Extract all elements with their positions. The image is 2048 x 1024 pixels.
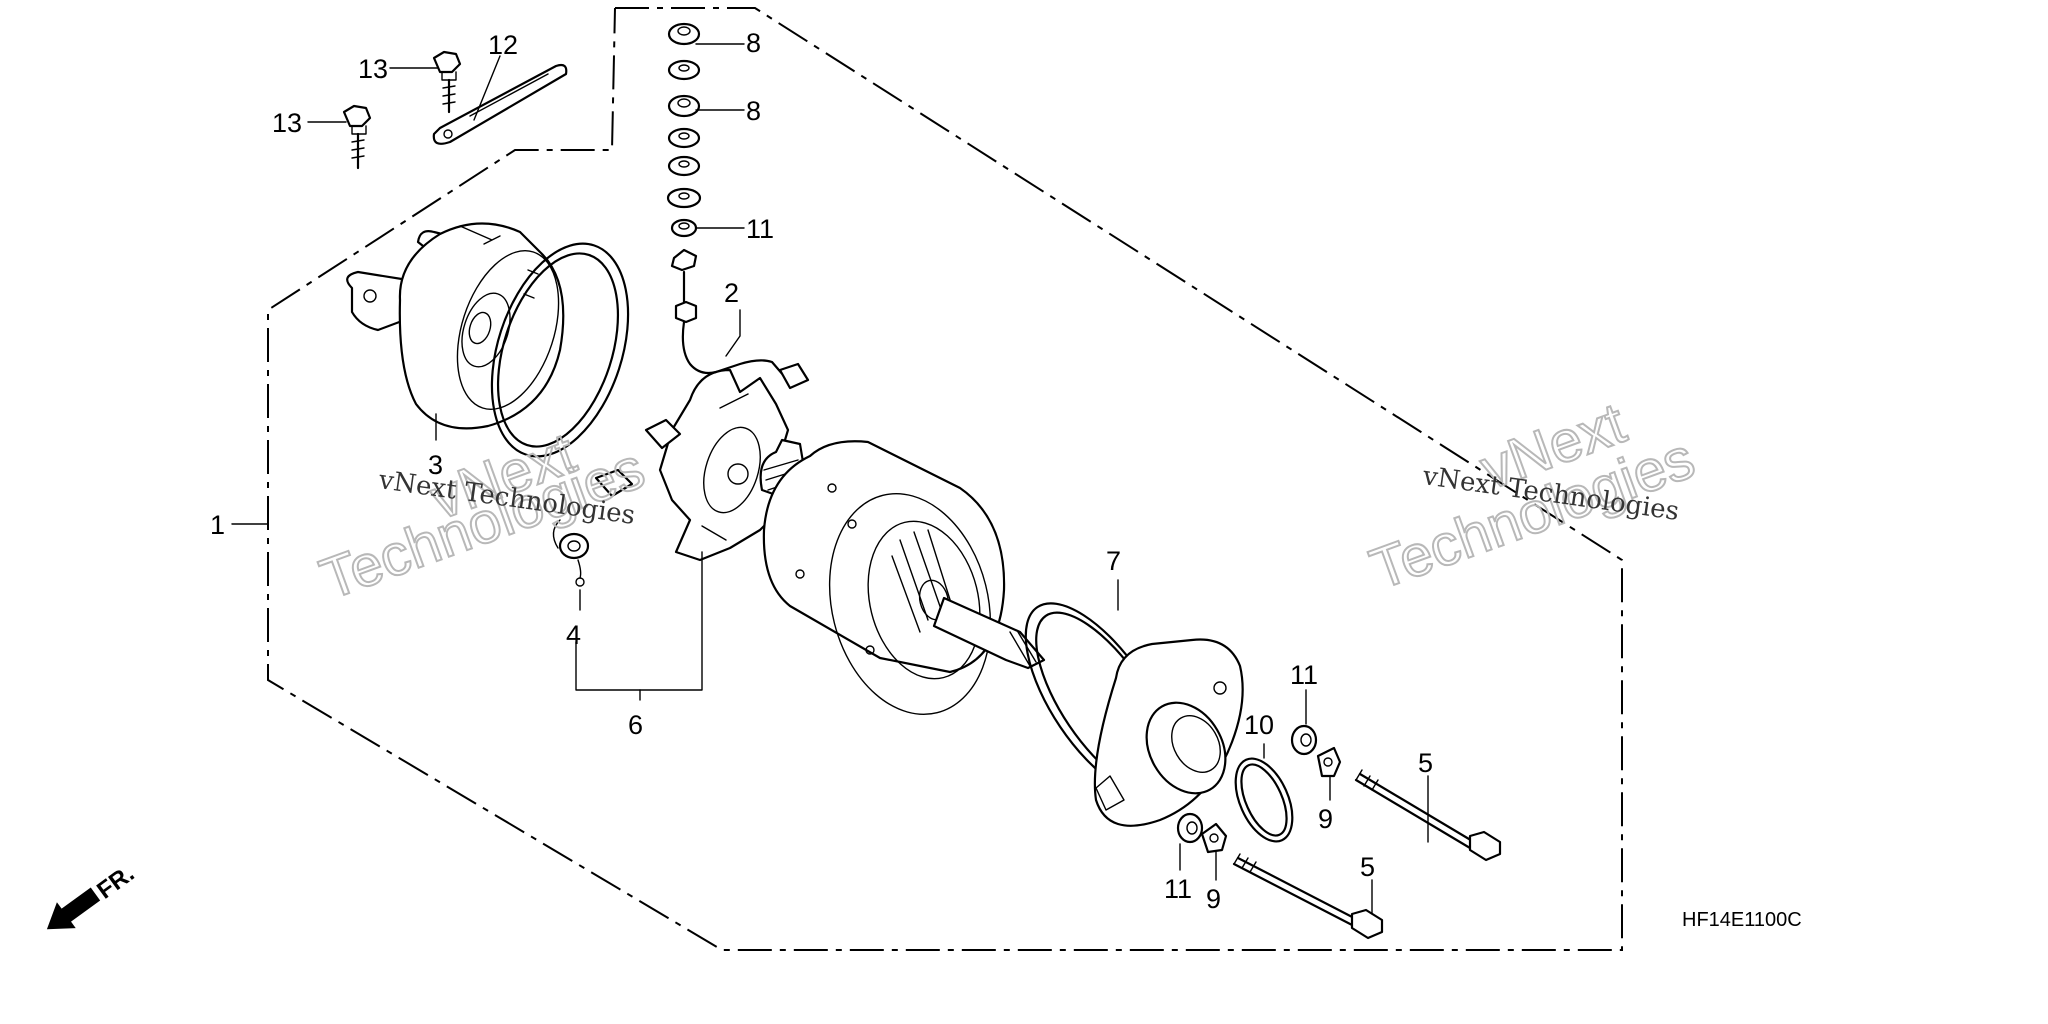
callout-5-lower: 5 <box>1360 852 1375 882</box>
part-11-washer-upper-right <box>1290 724 1318 756</box>
callout-2: 2 <box>724 278 739 308</box>
watermark-left: vNext Technologies vNext Technologies <box>311 419 653 613</box>
leader-lines <box>231 43 1429 915</box>
part-5-through-bolt-upper <box>1354 769 1502 862</box>
callout-11-lower: 11 <box>1164 874 1192 904</box>
callout-1: 1 <box>210 510 225 540</box>
part-13-bolt-upper <box>432 50 462 114</box>
diagram-code: HF14E1100C <box>1682 909 1802 931</box>
front-cover <box>1093 638 1244 827</box>
callout-11-upper-right: 11 <box>1290 660 1318 690</box>
callout-11-top: 11 <box>746 214 774 244</box>
assembly-boundary <box>267 7 1623 951</box>
callout-5-upper: 5 <box>1418 748 1433 778</box>
part-10-o-ring <box>1234 757 1294 843</box>
callout-12: 12 <box>488 30 518 60</box>
part-13-bolt-lower <box>342 104 372 170</box>
part-8-nut-top <box>667 22 701 81</box>
part-4-brush-spring <box>552 519 590 587</box>
callout-13-lower: 13 <box>272 108 302 138</box>
part-12-strap <box>432 63 568 145</box>
part-11-washer-lower <box>1176 812 1204 844</box>
front-label: FR. <box>92 860 139 905</box>
callout-13-upper: 13 <box>358 54 388 84</box>
callout-9-lower: 9 <box>1206 884 1221 914</box>
part-5-through-bolt-lower <box>1232 853 1384 940</box>
part-9-insulator-lower <box>1200 822 1228 854</box>
callout-8-lower: 8 <box>746 96 761 126</box>
callout-10: 10 <box>1244 710 1274 740</box>
callout-3: 3 <box>428 450 443 480</box>
callout-7: 7 <box>1106 546 1121 576</box>
callout-6: 6 <box>628 710 643 740</box>
part-2-wire-terminal <box>681 320 810 390</box>
part-9-insulator-upper <box>1316 746 1342 778</box>
callout-4: 4 <box>566 620 581 650</box>
part-8-nut-lower <box>666 94 702 209</box>
watermark-right: vNext Technologies vNext Technologies <box>1361 389 1703 603</box>
part-11-washer-top <box>670 218 698 324</box>
armature-yoke-assembly <box>759 438 1046 715</box>
callout-8-top: 8 <box>746 28 761 58</box>
part-3-o-ring <box>490 242 630 458</box>
callout-9-upper: 9 <box>1318 804 1333 834</box>
front-direction-arrow: FR. <box>46 860 139 930</box>
part-3-rear-housing <box>346 222 565 430</box>
part-6-brush-holder <box>594 368 792 562</box>
